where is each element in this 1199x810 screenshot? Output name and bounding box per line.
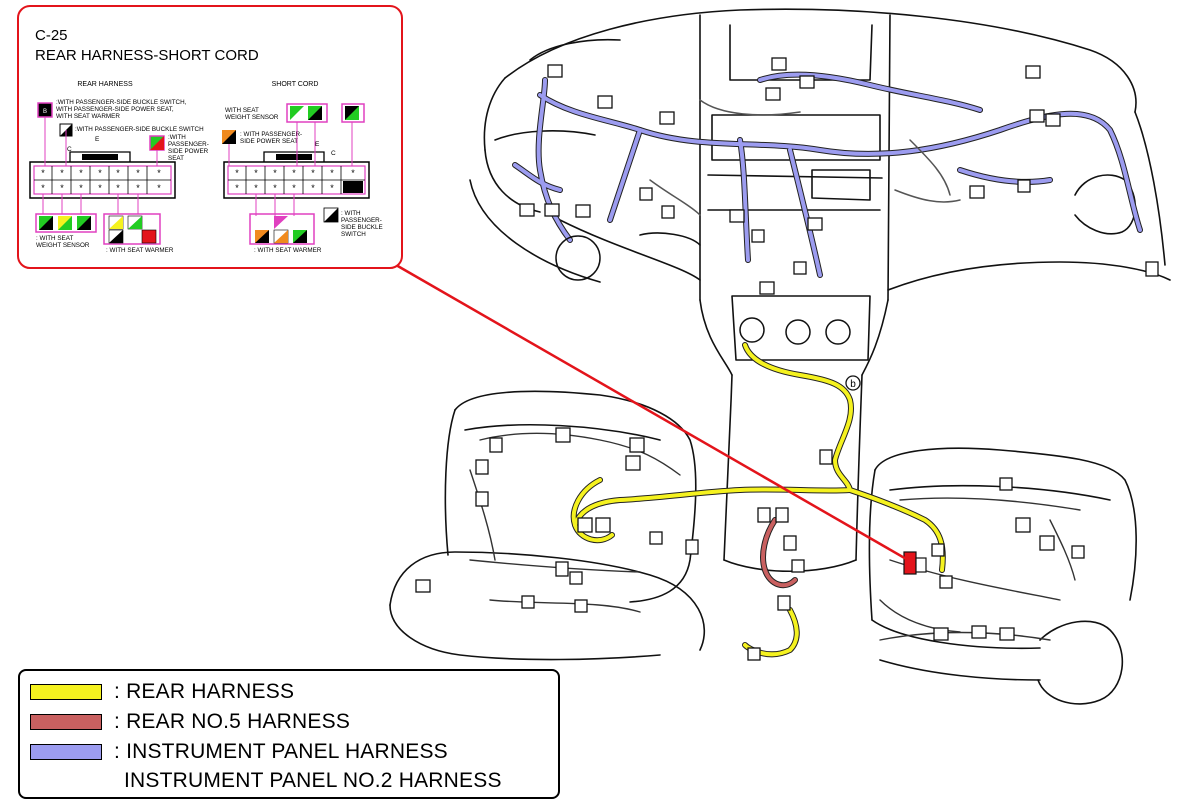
svg-text:*: * [136,183,140,193]
svg-text:*: * [292,168,296,178]
rear-note-top-line3: WITH SEAT WARMER [56,113,120,120]
svg-text:*: * [79,183,83,193]
legend-label-rear-harness: : REAR HARNESS [114,680,295,703]
legend-swatch-rear-harness [30,684,102,700]
svg-text:*: * [235,183,239,193]
rear-note-top-line1: :WITH PASSENGER-SIDE BUCKLE SWITCH, [56,99,187,106]
svg-text:*: * [311,168,315,178]
rear-harness-connector: REAR HARNESS B :WITH PASSENGER-SIDE BUCK… [29,81,209,254]
seat-wires [469,432,1081,641]
rear-label-e: E [95,136,100,143]
short-note-buckle-line3: SIDE BUCKLE [341,224,383,231]
legend-label-rear-no5-harness: : REAR NO.5 HARNESS [114,710,351,733]
svg-text:*: * [330,183,334,193]
connector-inset-panel: C-25 REAR HARNESS-SHORT CORD REAR HARNES… [17,5,403,269]
legend-swatch-instrument-panel-harness [30,744,102,760]
rear-harness-heading: REAR HARNESS [77,81,133,88]
rear-note-ps-line1: :WITH [168,134,186,141]
svg-text:*: * [136,168,140,178]
svg-text:*: * [351,168,355,178]
rear-note-top-line2: WITH PASSENGER-SIDE POWER SEAT, [56,106,174,113]
rear-note-ps-line3: SIDE POWER [168,148,209,155]
inset-code: C-25 [35,27,68,44]
svg-text:*: * [98,183,102,193]
short-cord-heading: SHORT CORD [272,81,319,88]
short-note-ps-line1: : WITH PASSENGER- [240,131,302,138]
short-note-buckle-line2: PASSENGER- [341,217,382,224]
harness-connectors [415,57,1159,661]
short-note-seat-warmer: : WITH SEAT WARMER [254,247,322,254]
svg-text:*: * [60,168,64,178]
svg-text:*: * [273,168,277,178]
short-note-buckle-line1: : WITH [341,210,361,217]
rear-label-c: C [67,146,72,153]
svg-text:*: * [330,168,334,178]
short-note-ps-line2: SIDE POWER SEAT [240,138,298,145]
short-note-weight-line1: WITH SEAT [225,107,259,114]
short-label-e: E [315,141,320,148]
rear-harness-wires [570,342,946,658]
svg-text:*: * [292,183,296,193]
legend-item-rear-no5-harness: : REAR NO.5 HARNESS [30,710,351,733]
callout-leader-line [395,263,909,562]
legend-item-instrument-panel-no2-harness: INSTRUMENT PANEL NO.2 HARNESS [124,769,502,792]
rear-no5-harness-wires [760,517,798,589]
connector-c25-location [903,551,927,575]
legend-item-rear-harness: : REAR HARNESS [30,680,295,703]
svg-text:*: * [116,168,120,178]
rear-note-weight-line1: : WITH SEAT [36,235,73,242]
svg-text:*: * [157,183,161,193]
short-note-weight-line2: WEIGHT SENSOR [225,114,279,121]
legend-swatch-rear-no5-harness [30,714,102,730]
svg-text:b: b [850,379,856,390]
svg-text:*: * [157,168,161,178]
svg-text:*: * [98,168,102,178]
svg-text:B: B [43,109,47,115]
svg-text:*: * [254,168,258,178]
harness-legend: : REAR HARNESS : REAR NO.5 HARNESS : INS… [18,669,560,799]
legend-label-instrument-panel-harness: : INSTRUMENT PANEL HARNESS [114,740,448,763]
svg-text:*: * [60,183,64,193]
svg-text:*: * [311,183,315,193]
svg-text:*: * [41,183,45,193]
rear-note-weight-line2: WEIGHT SENSOR [36,242,90,249]
rear-note-seat-warmer: : WITH SEAT WARMER [106,247,174,254]
svg-text:*: * [79,168,83,178]
rear-note-buckle: :WITH PASSENGER-SIDE BUCKLE SWITCH [75,126,204,133]
short-label-c: C [331,150,336,157]
vehicle-outline [389,8,1171,705]
svg-text:*: * [41,168,45,178]
legend-item-instrument-panel-harness: : INSTRUMENT PANEL HARNESS [30,740,448,763]
inset-title: REAR HARNESS-SHORT CORD [35,47,259,64]
callout-b-marker: b [845,375,861,391]
svg-text:*: * [116,183,120,193]
rear-note-ps-line2: PASSENGER- [168,141,209,148]
svg-text:*: * [273,183,277,193]
short-note-buckle-line4: SWITCH [341,231,366,238]
svg-text:*: * [254,183,258,193]
instrument-panel-harness-wires [512,71,1143,278]
rear-note-ps-line4: SEAT [168,155,184,162]
legend-label-instrument-panel-no2-harness: INSTRUMENT PANEL NO.2 HARNESS [124,769,502,792]
dash-gauges [555,235,851,345]
svg-text:*: * [235,168,239,178]
short-cord-connector: SHORT CORD WITH SEAT WEIGHT SENSOR : WIT… [222,81,383,254]
